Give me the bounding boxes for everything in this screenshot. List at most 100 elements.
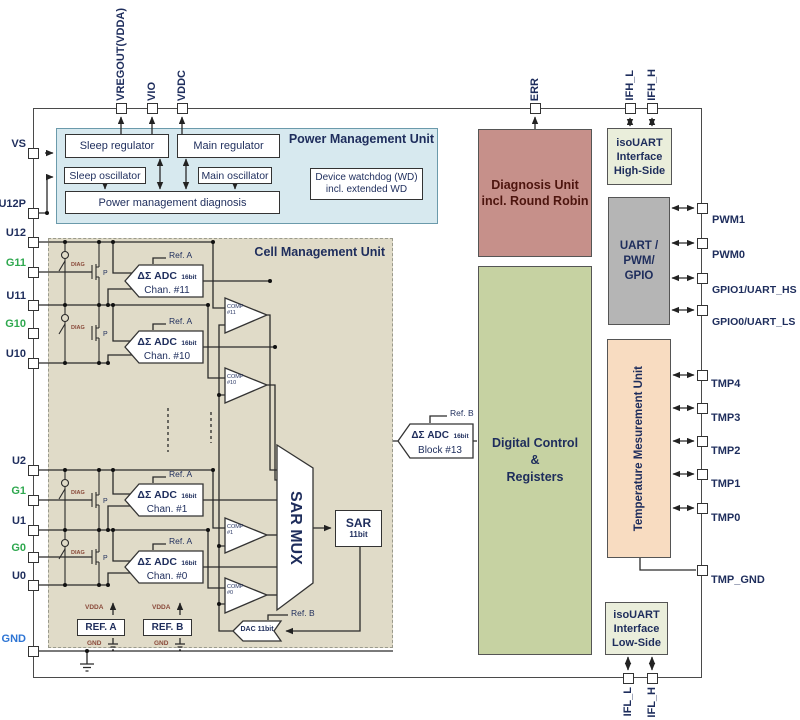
comp-10-label: COMP#10 bbox=[227, 374, 244, 386]
pin-label-u10: U10 bbox=[5, 348, 26, 360]
adc-block13-label: ΔΣ ADC 16bit Block #13 bbox=[411, 430, 469, 456]
main-regulator-label: Main regulator bbox=[193, 140, 264, 152]
sleep-oscillator-label: Sleep oscillator bbox=[69, 169, 141, 182]
adc10-chan: Chan. #10 bbox=[143, 351, 191, 362]
uart-pwm-gpio: UART / PWM/ GPIO bbox=[608, 197, 670, 325]
pin-u10 bbox=[27, 357, 39, 369]
pin-ifh-h bbox=[646, 102, 658, 114]
pin-g10 bbox=[27, 327, 39, 339]
pin-label-vregout: VREGOUT(VDDA) bbox=[115, 8, 127, 101]
pin-label-u0: U0 bbox=[11, 570, 26, 582]
pin-label-tmp4: TMP4 bbox=[711, 378, 741, 390]
chip-outline bbox=[33, 108, 702, 678]
ref-b-box: REF. B bbox=[143, 619, 192, 636]
pin-label-u1: U1 bbox=[11, 515, 26, 527]
diag-label-10: DIAG bbox=[71, 325, 85, 331]
p-label-10: P bbox=[103, 331, 108, 338]
uart-line3: GPIO bbox=[624, 269, 654, 282]
pin-tmp0 bbox=[696, 502, 708, 514]
sar-mux-label: SAR MUX bbox=[287, 491, 304, 565]
iso-ls-line3: Low-Side bbox=[612, 636, 661, 649]
pin-pwm1 bbox=[696, 202, 708, 214]
pin-u12 bbox=[27, 236, 39, 248]
pin-ifl-h bbox=[646, 672, 658, 684]
ref-a-label-1: Ref. A bbox=[169, 469, 193, 479]
uart-line2: PWM/ bbox=[623, 254, 655, 267]
iso-hs-line2: Interface bbox=[616, 150, 663, 163]
comp-1-label: COMP#1 bbox=[227, 524, 244, 536]
watchdog-line1: Device watchdog (WD) bbox=[315, 172, 418, 183]
pin-label-tmp3: TMP3 bbox=[711, 412, 741, 424]
adc11-chan: Chan. #11 bbox=[144, 285, 190, 296]
iso-ls-line2: Interface bbox=[613, 622, 660, 635]
pm-diagnosis-box: Power management diagnosis bbox=[65, 191, 280, 214]
adc1-bits: 16bit bbox=[181, 493, 197, 500]
uart-line1: UART / bbox=[619, 239, 659, 252]
adc0-chan: Chan. #0 bbox=[146, 571, 188, 582]
adc-chan-11-label: ΔΣ ADC 16bit Chan. #11 bbox=[133, 268, 201, 297]
vdda-label-b: VDDA bbox=[152, 604, 171, 611]
pin-label-gpio1: GPIO1/UART_HS bbox=[712, 284, 797, 296]
iso-ls-line1: isoUART bbox=[613, 608, 660, 621]
pin-tmp1 bbox=[696, 468, 708, 480]
pin-label-err: ERR bbox=[529, 77, 541, 101]
pin-vregout bbox=[115, 102, 127, 114]
ref-b-label-block13: Ref. B bbox=[450, 408, 474, 418]
diagnosis-line2: incl. Round Robin bbox=[481, 194, 589, 208]
cell-management-unit bbox=[48, 238, 393, 648]
ref-a-label-10: Ref. A bbox=[169, 316, 193, 326]
adc10-title: ΔΣ ADC bbox=[137, 336, 177, 348]
pin-g11 bbox=[27, 266, 39, 278]
adc1-chan: Chan. #1 bbox=[146, 504, 188, 515]
watchdog-box: Device watchdog (WD) incl. extended WD bbox=[310, 168, 423, 200]
pin-gpio0 bbox=[696, 304, 708, 316]
pin-label-vio: VIO bbox=[146, 82, 158, 101]
iso-hs-line3: High-Side bbox=[613, 164, 666, 177]
pin-ifh-l bbox=[624, 102, 636, 114]
pin-label-u12p: U12P bbox=[0, 198, 26, 210]
adc0-bits: 16bit bbox=[181, 560, 197, 567]
pin-label-g0: G0 bbox=[11, 542, 26, 554]
comp1-num: #1 bbox=[227, 530, 234, 536]
pin-label-ifh-l: IFH_L bbox=[624, 70, 636, 101]
digital-line2: & bbox=[530, 453, 540, 467]
comp10-num: #10 bbox=[227, 380, 237, 386]
pin-label-ifl-h: IFL_H bbox=[646, 687, 658, 718]
temperature-measurement-unit: Temperature Mesurement Unit bbox=[607, 339, 671, 558]
pin-u0 bbox=[27, 579, 39, 591]
vdda-label-a: VDDA bbox=[85, 604, 104, 611]
adc-chan-0-label: ΔΣ ADC 16bit Chan. #0 bbox=[133, 554, 201, 583]
pin-u12p bbox=[27, 207, 39, 219]
pin-vio bbox=[146, 102, 158, 114]
adc13-block: Block #13 bbox=[418, 445, 462, 456]
main-regulator-box: Main regulator bbox=[177, 134, 280, 158]
adc1-title: ΔΣ ADC bbox=[137, 489, 177, 501]
isouart-high-side: isoUART Interface High-Side bbox=[607, 128, 672, 185]
iso-hs-line1: isoUART bbox=[616, 136, 663, 149]
p-label-0: P bbox=[103, 555, 108, 562]
pin-tmp4 bbox=[696, 369, 708, 381]
diag-label-0: DIAG bbox=[71, 550, 85, 556]
main-oscillator-box: Main oscillator bbox=[198, 167, 272, 184]
comp-0-label: COMP#0 bbox=[227, 584, 244, 596]
adc10-bits: 16bit bbox=[181, 340, 197, 347]
diagnosis-line1: Diagnosis Unit bbox=[491, 178, 579, 192]
pin-label-ifl-l: IFL_L bbox=[622, 687, 634, 717]
adc11-title: ΔΣ ADC bbox=[137, 270, 177, 282]
comp11-num: #11 bbox=[227, 310, 236, 316]
pin-label-pwm0: PWM0 bbox=[712, 249, 745, 261]
pmu-title: Power Management Unit bbox=[288, 132, 434, 146]
pin-label-u12: U12 bbox=[5, 227, 26, 239]
sleep-regulator-label: Sleep regulator bbox=[79, 140, 155, 152]
pin-label-u11: U11 bbox=[6, 290, 26, 302]
pin-label-vddc: VDDC bbox=[176, 69, 188, 101]
pin-label-ifh-h: IFH_H bbox=[646, 69, 658, 101]
ref-a-box: REF. A bbox=[77, 619, 125, 636]
adc0-title: ΔΣ ADC bbox=[137, 556, 177, 568]
diagnosis-unit: Diagnosis Unit incl. Round Robin bbox=[478, 129, 592, 257]
gnd-label-b: GND bbox=[154, 640, 169, 647]
p-label-1: P bbox=[103, 498, 108, 505]
diag-label-11: DIAG bbox=[71, 262, 85, 268]
sleep-regulator-box: Sleep regulator bbox=[65, 134, 169, 158]
